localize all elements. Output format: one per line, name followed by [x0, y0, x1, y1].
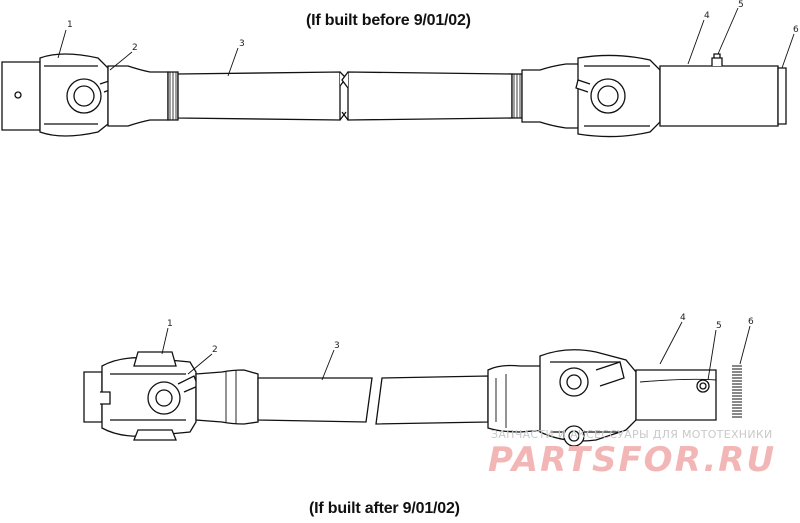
callout-bottom-1: 1	[167, 319, 173, 329]
top-tube	[177, 71, 341, 121]
watermark-tagline: ЗАПЧАСТИ И АКСЕССУАРЫ ДЛЯ МОТОТЕХНИКИ	[491, 428, 773, 441]
top-spline-end	[777, 67, 787, 125]
top-right-shaft	[659, 65, 779, 127]
watermark-logo: PARTSFOR.RU	[488, 440, 777, 480]
callout-top-3: 3	[239, 39, 245, 49]
top-driveshaft	[1, 53, 787, 138]
callout-top-4: 4	[704, 11, 710, 21]
callout-top-5: 5	[738, 0, 744, 10]
bottom-driveshaft	[83, 349, 717, 447]
bottom-right-shaft	[635, 369, 717, 421]
callout-bottom-3: 3	[334, 341, 340, 351]
bottom-left-yoke	[83, 371, 103, 423]
top-callouts: 1 2 3 4 5 6	[67, 0, 799, 53]
callout-top-1: 1	[67, 20, 73, 30]
callout-bottom-6: 6	[748, 317, 754, 327]
bottom-tube	[257, 377, 373, 423]
callout-top-2: 2	[132, 43, 138, 53]
caption-after: (If built after 9/01/02)	[309, 500, 460, 517]
callout-bottom-2: 2	[212, 345, 218, 355]
bottom-callouts: 1 2 3 4 5 6	[167, 313, 754, 355]
caption-before: (If built before 9/01/02)	[306, 12, 471, 29]
callout-bottom-5: 5	[716, 321, 722, 331]
callout-top-6: 6	[793, 25, 799, 35]
top-grease-fitting	[711, 53, 723, 66]
callout-bottom-4: 4	[680, 313, 686, 323]
bottom-spline-end	[732, 365, 742, 418]
